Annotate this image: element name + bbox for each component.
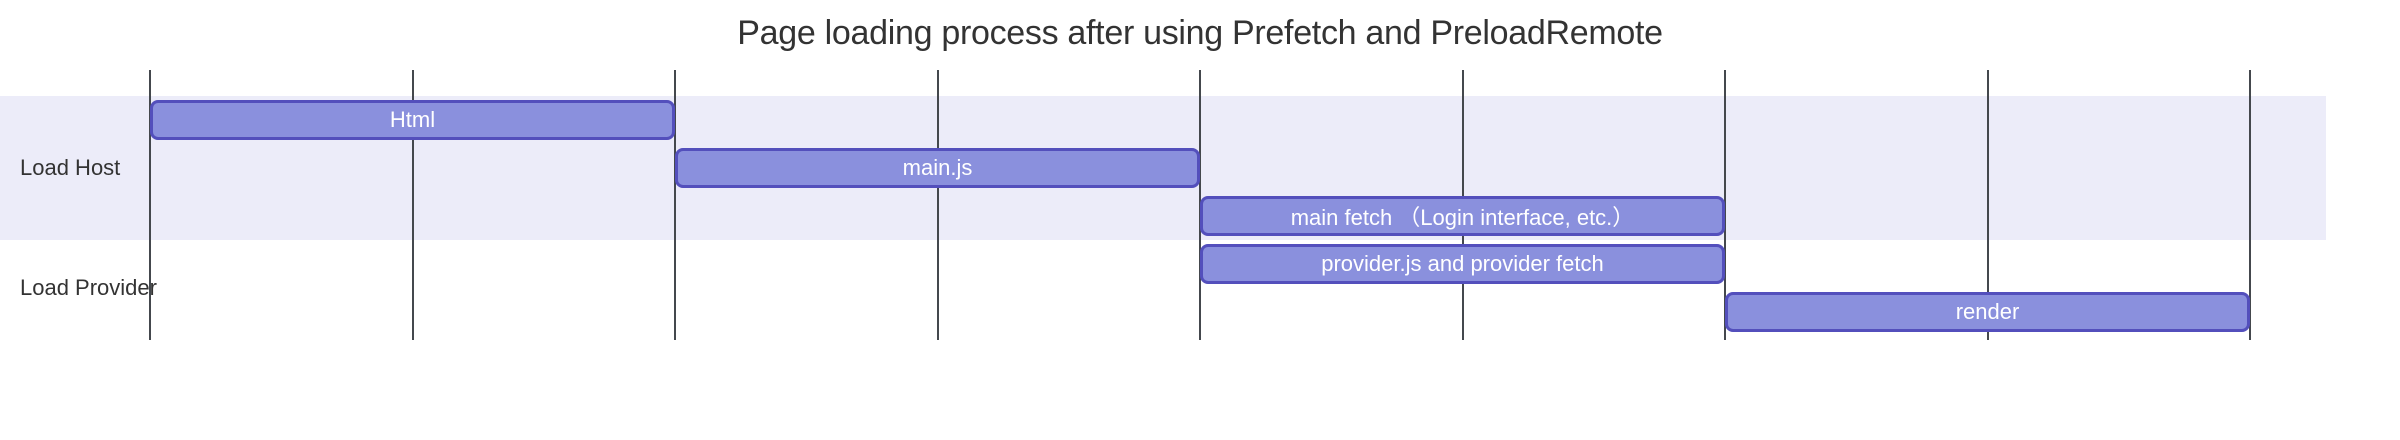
task-bar-0-1: main.js xyxy=(675,148,1200,188)
task-label: Html xyxy=(389,107,436,132)
chart-title: Page loading process after using Prefetc… xyxy=(737,14,1663,52)
section-label-0: Load Host xyxy=(20,155,121,180)
task-bar-1-1: render xyxy=(1725,292,2250,332)
task-label: provider.js and provider fetch xyxy=(1321,251,1604,276)
gridline-7 xyxy=(1986,70,1989,340)
task-label: main.js xyxy=(902,155,973,180)
gridline-3 xyxy=(936,70,939,340)
gridline-2 xyxy=(674,70,676,340)
task-label: main fetch （Login interface, etc.） xyxy=(1290,205,1635,230)
task-bar-0-2: main fetch （Login interface, etc.） xyxy=(1200,196,1725,236)
task-bar-0-0: Html xyxy=(150,100,675,140)
section-label-1: Load Provider xyxy=(20,275,157,300)
task-label: render xyxy=(1955,299,2020,324)
gridline-6 xyxy=(1724,70,1726,340)
gridline-1 xyxy=(411,70,414,340)
task-bar-1-0: provider.js and provider fetch xyxy=(1200,244,1725,284)
gridline-8 xyxy=(2249,70,2251,340)
gridline-0 xyxy=(149,70,151,340)
